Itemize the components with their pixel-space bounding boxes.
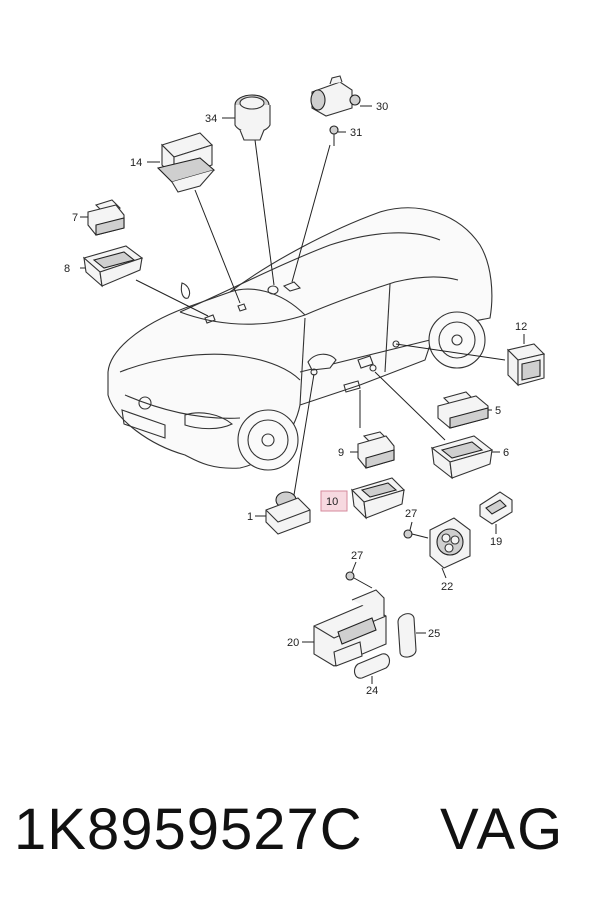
part-24-cover: 24 <box>353 653 391 697</box>
callout-20: 20 <box>287 637 299 649</box>
callout-7: 7 <box>72 212 78 224</box>
part-22-seat-switch: 22 27 <box>403 508 471 593</box>
part-14-window-switch: 14 <box>130 132 216 193</box>
car-illustration <box>107 207 493 471</box>
callout-12: 12 <box>515 321 527 333</box>
part-12-switch: 12 <box>506 321 546 387</box>
callout-31: 31 <box>350 127 362 139</box>
part-number: 1K8959527C <box>14 797 363 862</box>
footer: 1K8959527C VAG <box>0 780 600 880</box>
callout-27-a: 27 <box>405 508 417 520</box>
callout-5: 5 <box>495 405 501 417</box>
part-20-control-module: 20 27 <box>287 550 387 667</box>
part-25-cover: 25 <box>397 613 440 658</box>
part-30-actuator: 30 31 <box>310 75 388 146</box>
part-34-rotary-switch: 34 <box>205 94 271 141</box>
part-8-bezel: 8 <box>64 245 144 288</box>
callout-10: 10 <box>326 496 338 508</box>
callout-24: 24 <box>366 685 378 697</box>
part-1-mirror-switch: 1 <box>247 491 311 535</box>
leader-lines <box>80 139 506 496</box>
highlight-box <box>320 490 348 512</box>
part-5-switch: 5 <box>437 391 501 429</box>
parts-diagram: 34 30 31 14 7 8 <box>64 75 546 697</box>
part-7-switch: 7 <box>72 199 125 236</box>
callout-27-b: 27 <box>351 550 363 562</box>
part-9-switch: 9 <box>338 431 395 469</box>
callout-30: 30 <box>376 101 388 113</box>
part-6-bezel: 6 <box>430 435 509 480</box>
callout-34: 34 <box>205 113 217 125</box>
callout-19: 19 <box>490 536 502 548</box>
part-10-bezel: 10 <box>320 477 406 520</box>
callout-9: 9 <box>338 447 344 459</box>
brand-name: VAG <box>440 797 565 862</box>
callout-22: 22 <box>441 581 453 593</box>
callout-25: 25 <box>428 628 440 640</box>
callout-1: 1 <box>247 511 253 523</box>
callout-8: 8 <box>64 263 70 275</box>
callout-6: 6 <box>503 447 509 459</box>
part-19-switch: 19 <box>479 491 513 548</box>
callout-14: 14 <box>130 157 142 169</box>
